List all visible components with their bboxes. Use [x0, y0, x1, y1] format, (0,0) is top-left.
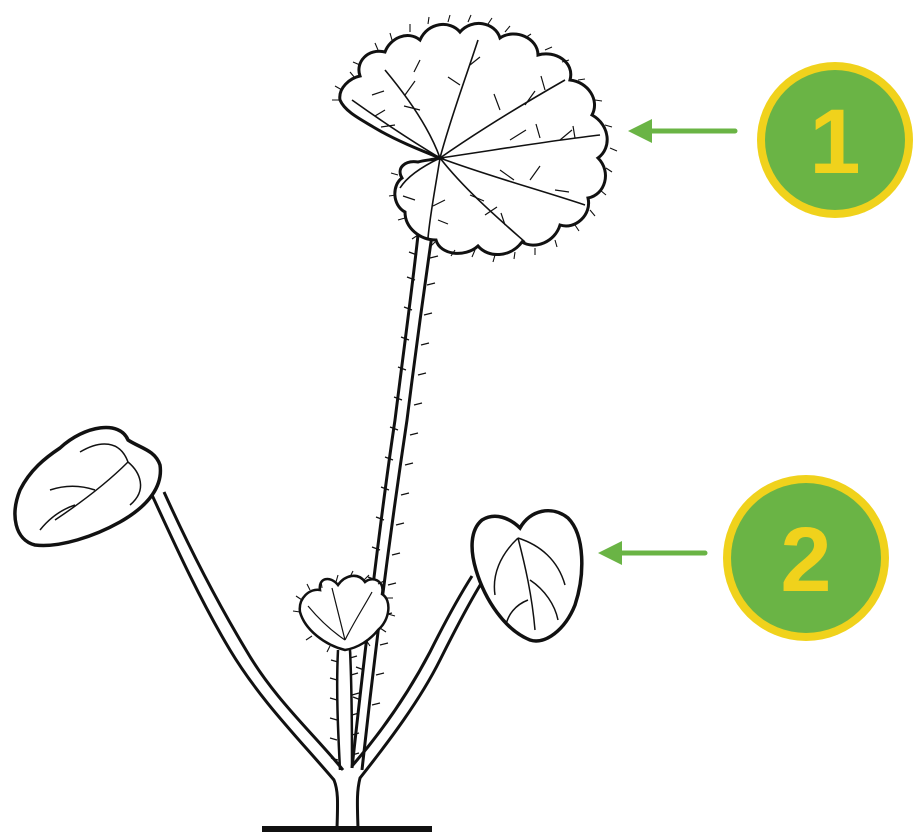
- seed-leaf: [472, 511, 582, 641]
- main-stem: [334, 778, 360, 828]
- young-leaf-stem: [337, 650, 352, 770]
- arrow-2-head: [598, 541, 622, 565]
- tall-petiole-right: [362, 235, 432, 770]
- callout-1: 1: [628, 62, 913, 218]
- stem-outline-left: [334, 780, 338, 828]
- ground: [262, 826, 432, 832]
- left-arrow-icon: [598, 541, 705, 565]
- mature-leaf: [332, 15, 617, 262]
- ground-line: [262, 826, 432, 832]
- callout-2: 2: [598, 475, 889, 641]
- arrow-1-head: [628, 119, 652, 143]
- mature-leaf-petiole: [352, 235, 432, 770]
- stem-outline-right: [357, 778, 360, 828]
- badge-2-label: 2: [780, 509, 831, 611]
- left-petiole-outer: [152, 495, 334, 780]
- left-arrow-icon: [628, 119, 735, 143]
- badge-1-label: 1: [809, 91, 860, 193]
- young-leaf: [293, 571, 395, 770]
- left-seed-leaf-outline: [15, 428, 160, 546]
- left-cotyledon-petiole: [152, 492, 343, 780]
- left-seed-leaf: [15, 428, 160, 546]
